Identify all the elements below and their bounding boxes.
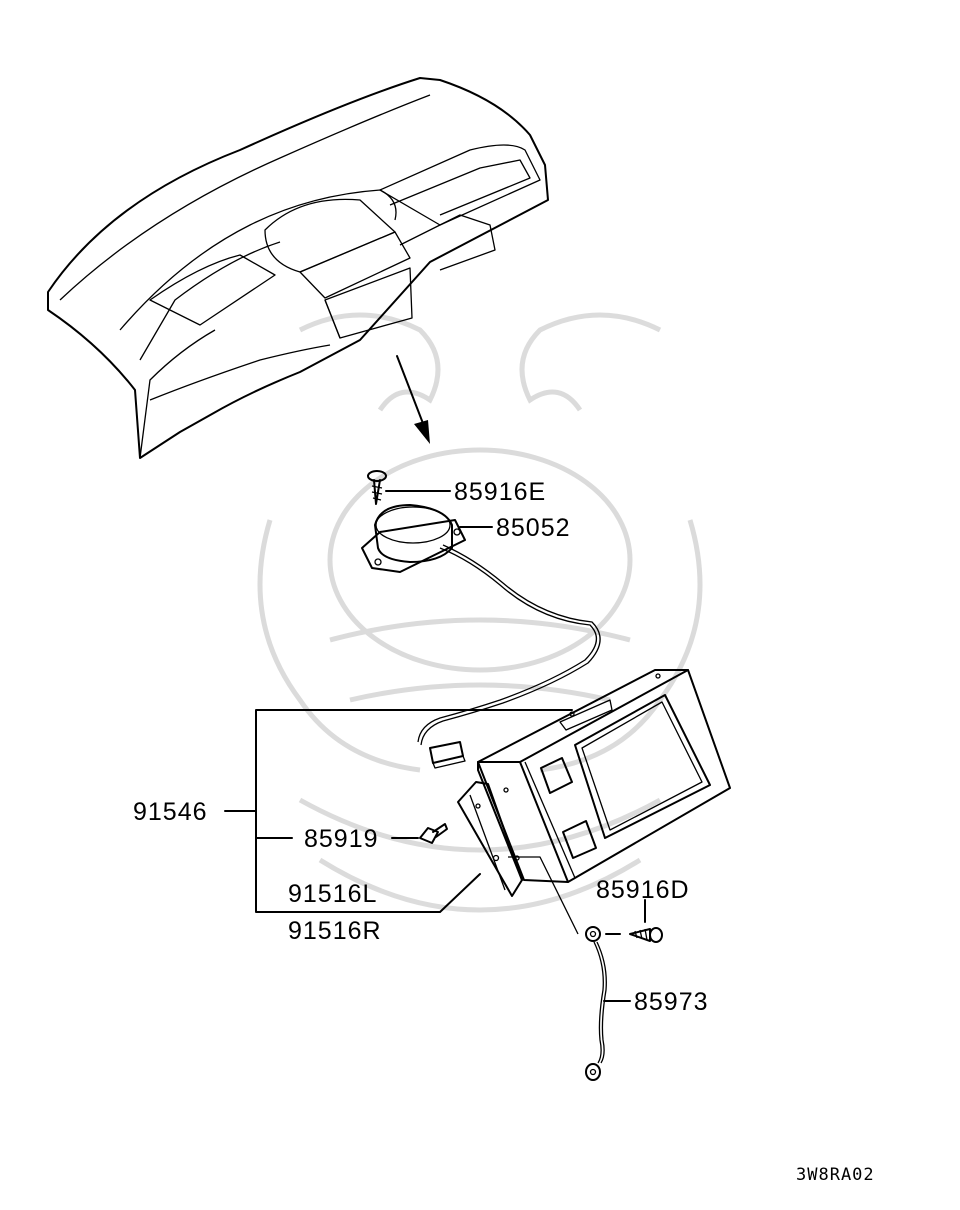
- bracket-91516-icon: [457, 781, 523, 897]
- buzzer-85052-icon: [361, 504, 466, 573]
- radio-unit-91546: [477, 669, 731, 883]
- label-91516l: 91516L: [288, 880, 377, 908]
- wire-connector-icon: [429, 741, 466, 769]
- leader-ground: [508, 856, 579, 935]
- figure-code: 3W8RA02: [796, 1165, 875, 1185]
- label-85052: 85052: [496, 514, 571, 542]
- bolt-85919-icon: [419, 823, 448, 844]
- direction-arrow: [396, 355, 430, 444]
- label-85916d: 85916D: [596, 876, 690, 904]
- label-85973: 85973: [634, 988, 709, 1016]
- label-91516r: 91516R: [288, 917, 382, 945]
- buzzer-wire: [417, 547, 597, 743]
- watermark-crest: [257, 312, 703, 913]
- screw-85916d-icon: [629, 927, 663, 943]
- dashboard-illustration: [47, 77, 549, 459]
- group-bracket-91546: [224, 709, 573, 913]
- label-85919: 85919: [304, 825, 379, 853]
- label-91546: 91546: [133, 798, 208, 826]
- screw-85916e-icon: [367, 470, 387, 505]
- washer-icon: [585, 926, 601, 942]
- label-85916e: 85916E: [454, 478, 546, 506]
- ground-wire-85973: [585, 941, 607, 1081]
